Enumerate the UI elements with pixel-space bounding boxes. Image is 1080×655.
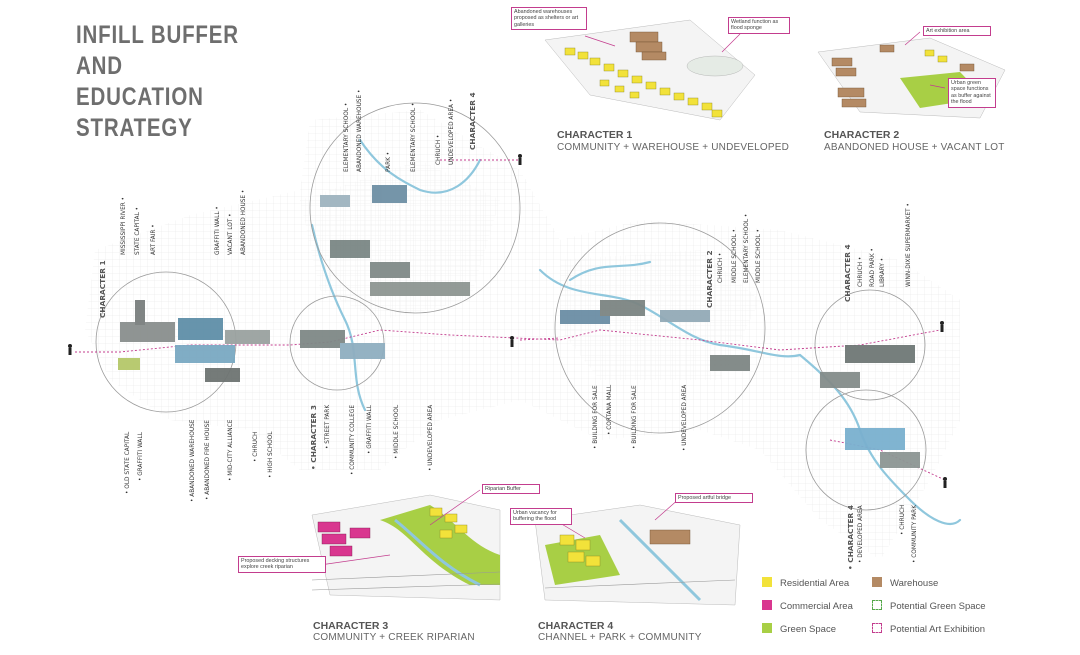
legend-label-commercial: Commercial Area [780,601,853,612]
map-label: STATE CAPITAL • [135,206,141,255]
map-label: GRAFFITI WALL • [215,206,221,255]
legend-item-warehouse: Warehouse [872,577,938,589]
map-label: ART FAIR • [151,224,157,255]
legend-swatch-commercial [762,600,772,610]
callout-decking-structures: Proposed decking structures explore cree… [238,556,326,573]
legend-label-residential: Residential Area [780,578,850,589]
map-label: • DEVELOPED AREA [858,505,864,563]
map-label: • CHRUCH [253,431,259,462]
map-label: CHARACTER 4 [843,244,852,302]
legend-swatch-potential-art [872,623,882,633]
callout-art-exhibition: Art exhibition area [923,26,991,37]
urban-fabric [85,110,960,560]
map-label: • CHRUCH [900,504,906,535]
map-label: CHARACTER 2 [705,250,714,308]
map-label: ELEMENTARY SCHOOL • [344,102,350,172]
map-label: • HIGH SCHOOL [268,431,274,478]
map-label: CHRUCH • [858,256,864,287]
map-label: • CORTANA MALL [607,384,613,435]
title-line-2: EDUCATION STRATEGY [76,83,204,142]
legend-item-green: Green Space [762,623,836,635]
legend-label-warehouse: Warehouse [890,578,939,589]
character4-panel-subtitle: CHANNEL + PARK + COMMUNITY [538,632,702,643]
callout-wetland: Wetland function as flood sponge [728,17,790,34]
map-label: ELEMENTARY SCHOOL • [744,213,750,283]
legend-swatch-green [762,623,772,633]
character3-panel-subtitle: COMMUNITY + CREEK RIPARIAN [313,632,475,643]
map-label: • UNDEVELOPED AREA [682,384,688,451]
axonometric-character4 [534,504,741,606]
photo-collage [118,185,920,468]
title-line-1: INFILL BUFFER AND [76,21,239,80]
map-label: CHRUCH • [436,134,442,165]
legend-label-green: Green Space [780,624,836,635]
map-label: • COMMUNITY COLLEGE [350,405,356,475]
map-label: • UNDEVELOPED AREA [428,404,434,471]
callout-artful-bridge: Proposed artful bridge [675,493,753,504]
map-label: • MID-CITY ALLIANCE [228,419,234,481]
callout-urban-green-space: Urban green space functions as buffer ag… [948,78,996,108]
map-label: • ABANDONED WAREHOUSE [190,419,196,502]
legend-label-potential-green: Potential Green Space [890,601,986,612]
legend-item-residential: Residential Area [762,577,849,589]
map-label: • CHARACTER 4 [846,505,855,570]
map-label: WINN-DIXIE SUPERMARKET • [906,203,912,287]
map-label: CHRUCH • [718,252,724,283]
pedestrian-icons [68,154,947,488]
callout-riparian-buffer: Riparian Buffer [482,484,540,495]
character3-panel-title: CHARACTER 3 [313,620,389,632]
map-label: • GRAFFITI WALL [138,432,144,481]
map-label: • STREET PARK [325,404,331,449]
map-label: UNDEVELOPED AREA • [449,98,455,165]
map-label: MIDDLE SCHOOL • [732,228,738,283]
map-label: • GRAFFITI WALL [367,405,373,454]
axonometric-character3 [311,494,501,601]
map-label: • COMMUNITY PARK [912,504,918,563]
axonometric-character1 [544,19,756,121]
map-label: CHARACTER 4 [468,92,477,150]
map-label: ABANDONED HOUSE • [241,189,247,255]
legend-swatch-residential [762,577,772,587]
map-label: • ABANDONED FIRE HOUSE [205,420,211,500]
character2-panel-title: CHARACTER 2 [824,129,900,141]
map-label: CHARACTER 1 [98,260,107,318]
callout-abandoned-warehouses: Abandoned warehouses proposed as shelter… [511,7,587,31]
map-label: VACANT LOT • [228,213,234,255]
map-label: • BUILDING FOR SALE [632,385,638,449]
character1-panel-title: CHARACTER 1 [557,129,633,141]
map-label: • CHARACTER 3 [309,405,318,470]
legend-item-commercial: Commercial Area [762,600,853,612]
character4-panel-title: CHARACTER 4 [538,620,614,632]
legend-swatch-potential-green [872,600,882,610]
map-label: LIBRARY • [880,257,886,287]
legend-swatch-warehouse [872,577,882,587]
map-label: PARK • [386,151,392,172]
map-label: • BUILDING FOR SALE [593,385,599,449]
legend-item-potential-art: Potential Art Exhibition [872,623,985,635]
page-title: INFILL BUFFER AND EDUCATION STRATEGY [76,20,265,144]
callout-urban-vacancy: Urban vacancy for buffering the flood [510,508,572,525]
character2-panel-subtitle: ABANDONED HOUSE + VACANT LOT [824,142,1005,153]
map-label: MISSISSIPPI RIVER • [121,196,127,255]
map-label: • MIDDLE SCHOOL [394,404,400,459]
map-label: ROAD PARK • [870,248,876,287]
map-label: MIDDLE SCHOOL • [756,228,762,283]
character1-panel-subtitle: COMMUNITY + WAREHOUSE + UNDEVELOPED [557,142,790,153]
map-label: • OLD STATE CAPITAL [125,431,131,494]
map-label: ELEMENTARY SCHOOL • [411,102,417,172]
legend-label-potential-art: Potential Art Exhibition [890,624,986,635]
map-label: ABANDONED WAREHOUSE • [357,89,363,172]
river-channel [310,138,962,525]
legend-item-potential-green: Potential Green Space [872,600,986,612]
